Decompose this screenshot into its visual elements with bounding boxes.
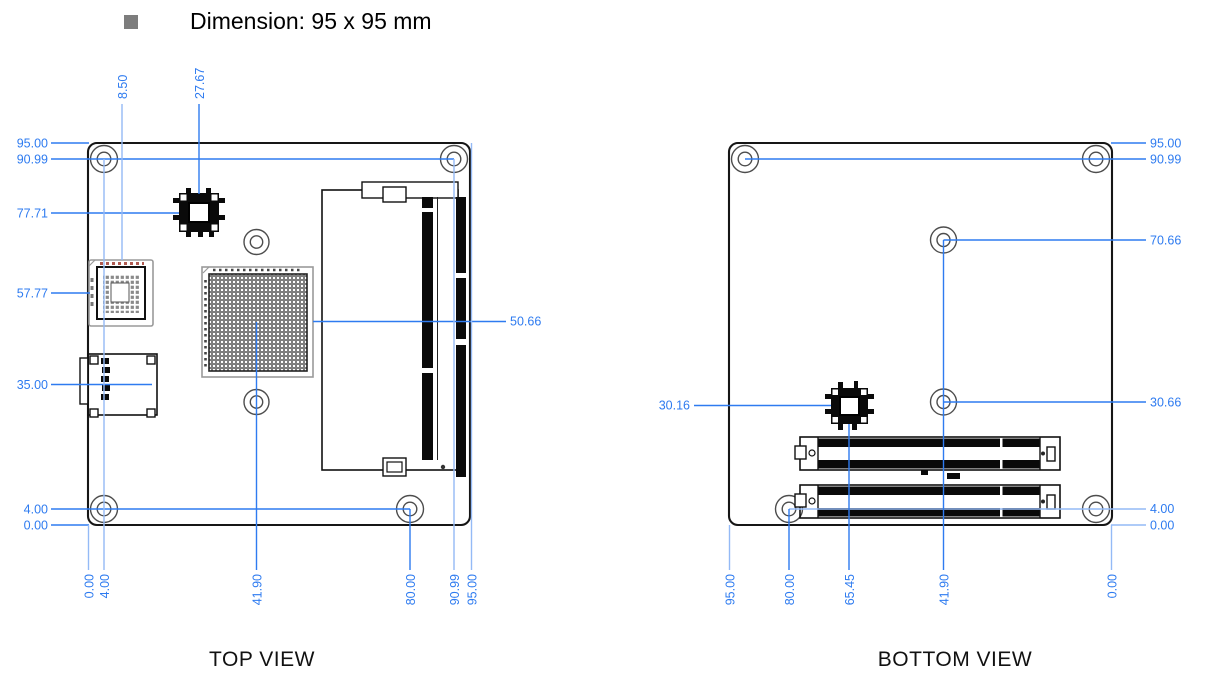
dim-label: 80.00 bbox=[404, 574, 418, 605]
dim-label: 41.90 bbox=[938, 574, 952, 605]
left-edge-connector bbox=[79, 353, 158, 418]
bottom-view-dimension-lines bbox=[694, 142, 1146, 570]
bottom-qfn-chip bbox=[825, 381, 874, 430]
dim-label: 65.45 bbox=[843, 574, 857, 605]
dim-label: 57.77 bbox=[17, 287, 48, 301]
dim-label: 0.00 bbox=[83, 574, 97, 598]
dim-label: 4.00 bbox=[98, 574, 112, 598]
dim-label: 90.99 bbox=[448, 574, 462, 605]
dimension-heading: Dimension: 95 x 95 mm bbox=[124, 8, 432, 35]
dim-label: 80.00 bbox=[783, 574, 797, 605]
dim-label: 90.99 bbox=[1150, 153, 1181, 167]
dim-label: 27.67 bbox=[193, 68, 207, 99]
bottom-view-drawing: 95.00 90.99 70.66 30.66 4.00 0.00 30.16 … bbox=[659, 137, 1182, 606]
dim-label: 4.00 bbox=[1150, 502, 1174, 516]
dimension-title: Dimension: 95 x 95 mm bbox=[190, 8, 432, 34]
top-view-drawing: 95.00 90.99 77.71 57.77 35.00 4.00 0.00 … bbox=[17, 68, 542, 606]
dim-label: 95.00 bbox=[17, 137, 48, 151]
top-view-caption: TOP VIEW bbox=[209, 648, 315, 671]
dim-label: 30.16 bbox=[659, 399, 690, 413]
dim-label: 77.71 bbox=[17, 207, 48, 221]
dim-label: 41.90 bbox=[251, 574, 265, 605]
small-component bbox=[921, 470, 928, 475]
dim-label: 0.00 bbox=[1150, 519, 1174, 533]
small-component bbox=[947, 473, 960, 479]
center-bga-chip bbox=[201, 266, 314, 378]
dim-label: 8.50 bbox=[116, 75, 130, 99]
dim-label: 35.00 bbox=[17, 378, 48, 392]
bottom-view-board-outline bbox=[727, 141, 1114, 527]
dim-label: 95.00 bbox=[1150, 137, 1181, 151]
bullet-square-icon bbox=[124, 15, 138, 29]
dimm-slot-lower bbox=[794, 484, 1061, 519]
dim-label: 95.00 bbox=[724, 574, 738, 605]
left-bga-chip bbox=[88, 259, 154, 327]
dim-label: 50.66 bbox=[510, 315, 541, 329]
dimm-slot-upper bbox=[794, 436, 1061, 471]
dim-label: 70.66 bbox=[1150, 234, 1181, 248]
dim-label: 4.00 bbox=[24, 503, 48, 517]
dim-label: 0.00 bbox=[24, 519, 48, 533]
sodimm-socket-top-view bbox=[321, 181, 466, 477]
top-qfn-chip bbox=[173, 188, 225, 237]
bottom-view-caption: BOTTOM VIEW bbox=[877, 648, 1033, 671]
top-view-dimension-lines bbox=[51, 104, 506, 570]
top-view-dimension-labels: 95.00 90.99 77.71 57.77 35.00 4.00 0.00 … bbox=[17, 68, 542, 606]
dim-label: 95.00 bbox=[466, 574, 480, 605]
dim-label: 90.99 bbox=[17, 153, 48, 167]
bottom-view-dimension-labels: 95.00 90.99 70.66 30.66 4.00 0.00 30.16 … bbox=[659, 137, 1182, 606]
dim-label: 30.66 bbox=[1150, 396, 1181, 410]
dim-label: 0.00 bbox=[1106, 574, 1120, 598]
